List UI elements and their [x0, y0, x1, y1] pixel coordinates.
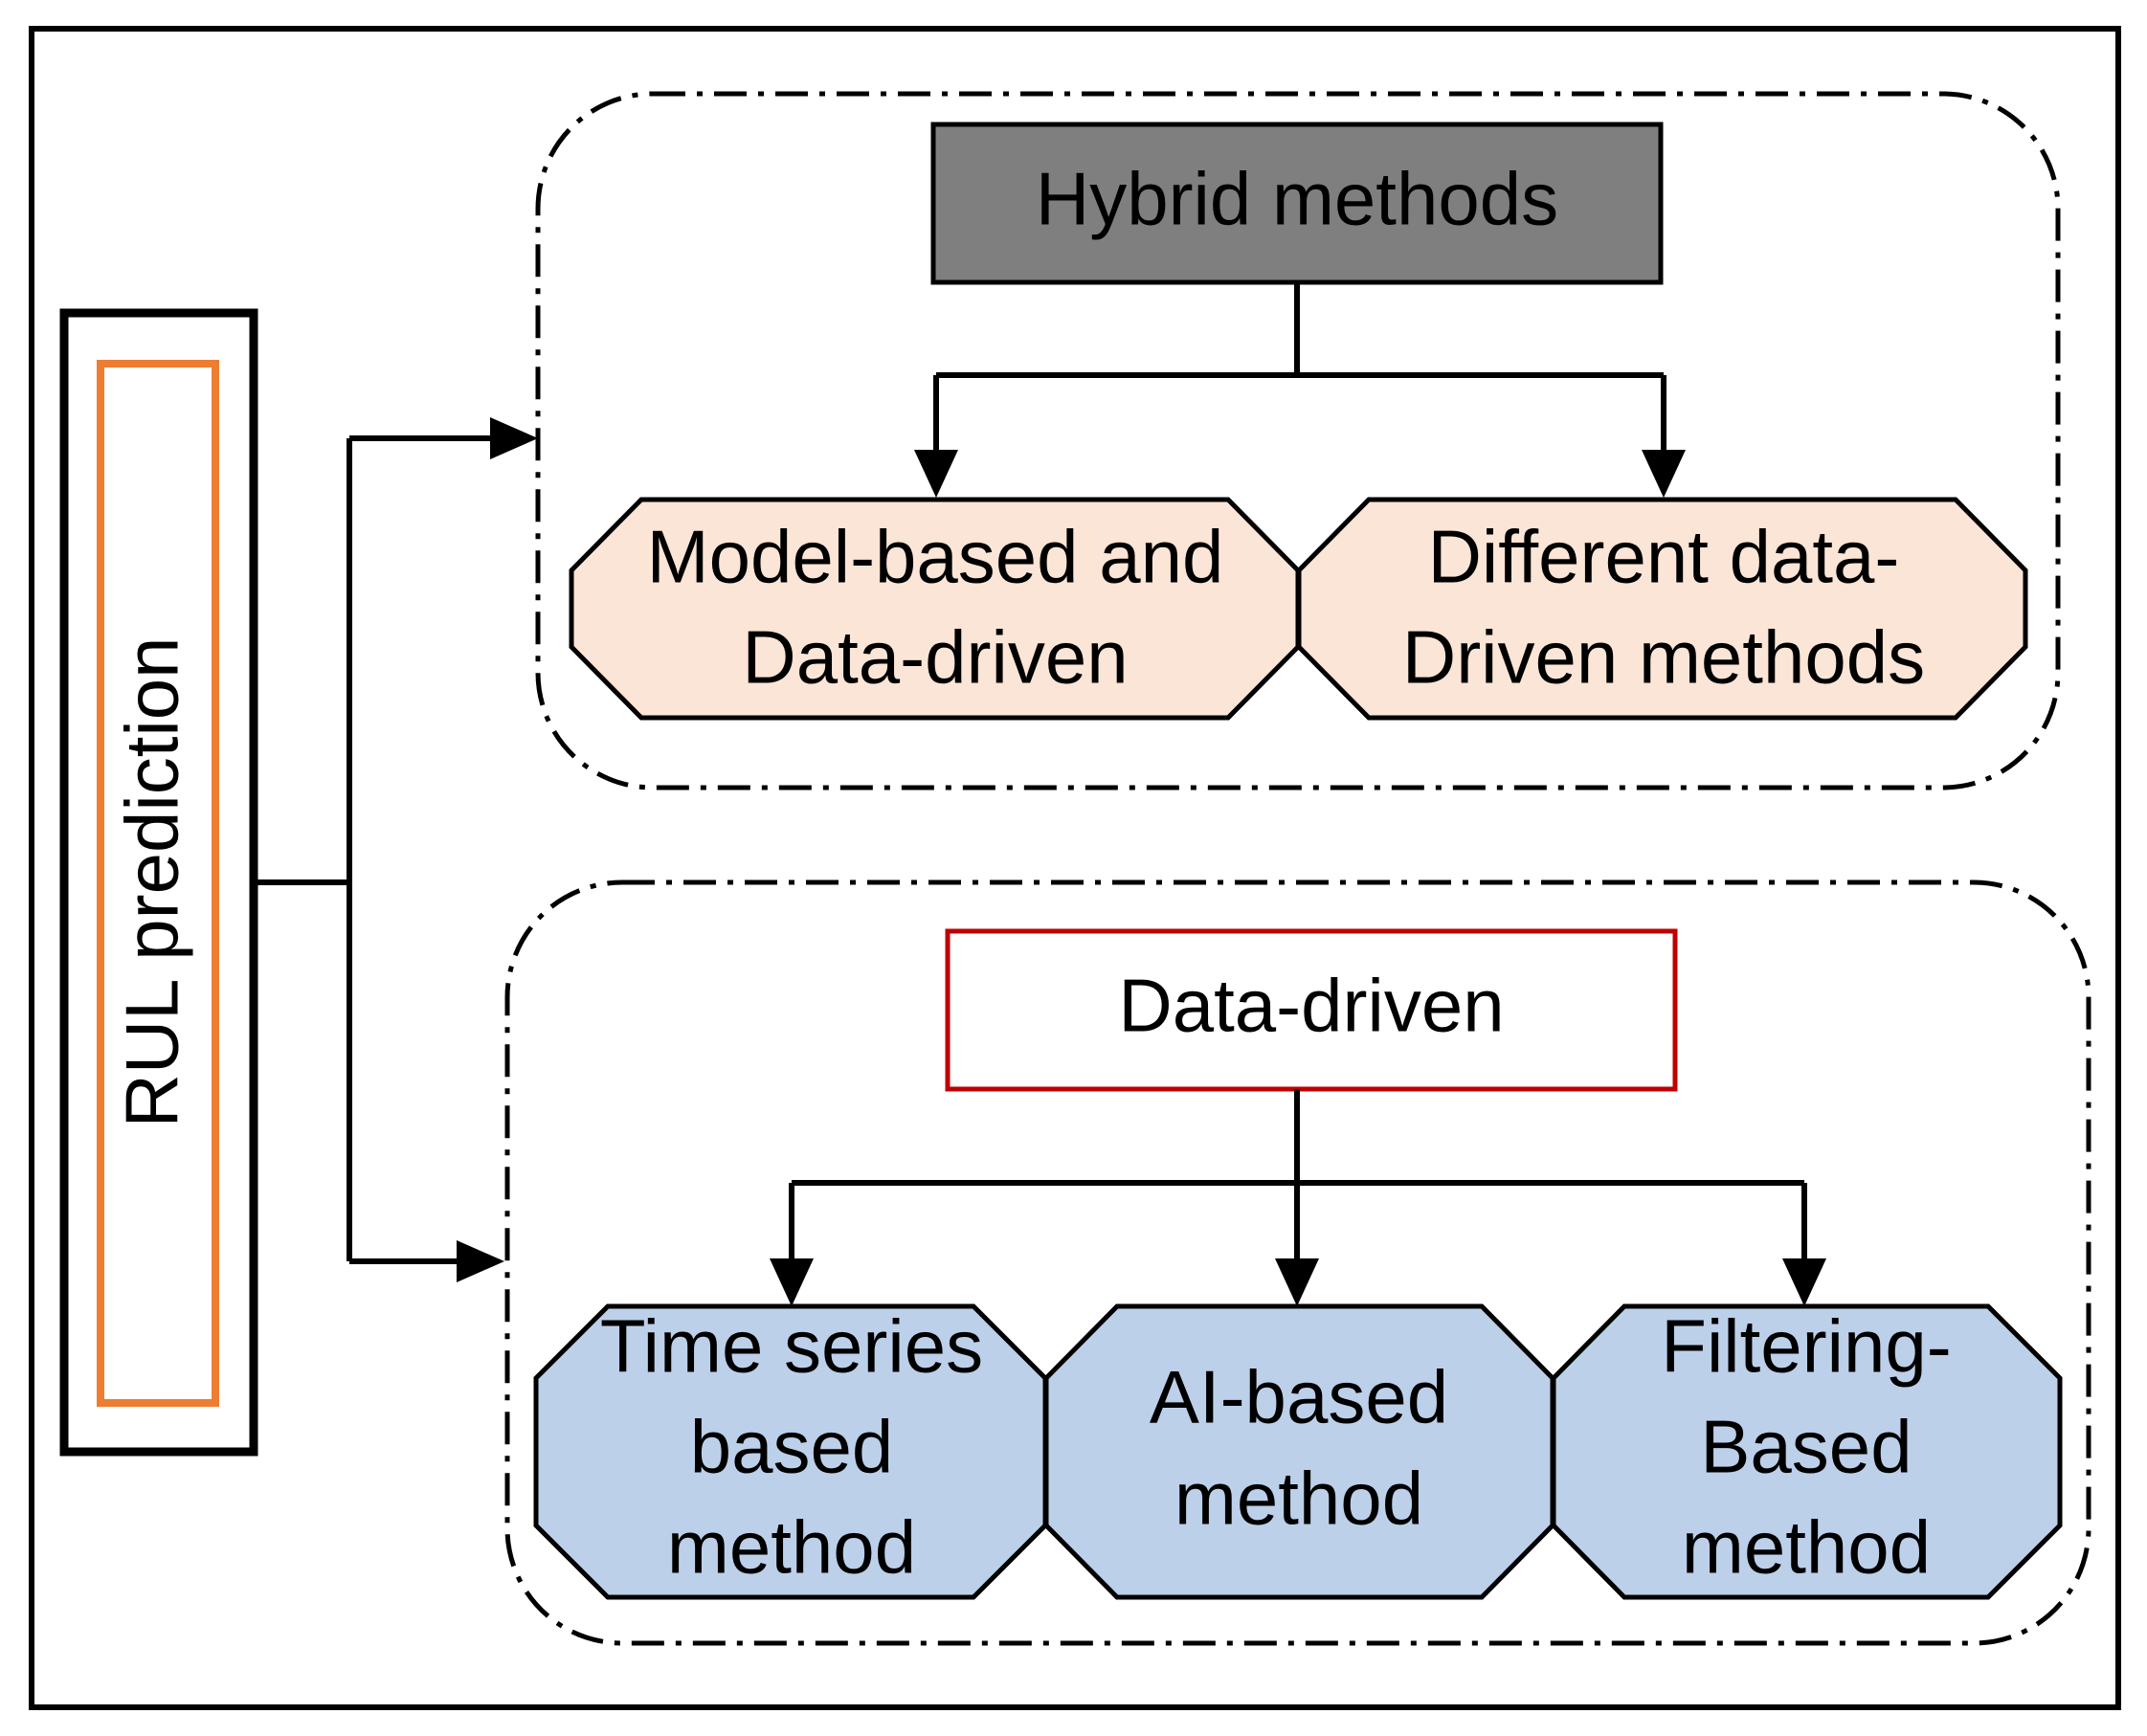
- arrow-hybrid-child-1: [914, 450, 958, 498]
- hybrid-child-2-line1: Different data-: [1428, 515, 1900, 599]
- data-driven-child-1-line3: method: [667, 1505, 916, 1590]
- data-driven-child-1-line1: Time series: [600, 1304, 983, 1389]
- data-driven-child-3-line1: Filtering-: [1661, 1304, 1951, 1389]
- data-driven-child-2-line1: AI-based: [1150, 1355, 1448, 1439]
- data-driven-child-time-series: [533, 1303, 1048, 1600]
- rul-prediction-inner-outline: [97, 360, 219, 1407]
- rul-prediction-box: [59, 308, 258, 1457]
- data-driven-child-filtering-based: [1551, 1303, 2063, 1600]
- arrow-hybrid-child-2: [1642, 450, 1686, 498]
- hybrid-child-1-line2: Data-driven: [742, 615, 1128, 700]
- hybrid-child-2-line2: Driven methods: [1402, 615, 1925, 700]
- rul-prediction-label: RUL prediction: [110, 636, 194, 1127]
- data-driven-child-2-line2: method: [1174, 1457, 1423, 1541]
- data-driven-title-box: [945, 928, 1678, 1092]
- data-driven-child-3-line2: Based: [1700, 1405, 1912, 1489]
- hybrid-connectors: [933, 282, 1666, 459]
- hybrid-child-1-line1: Model-based and: [647, 515, 1224, 599]
- arrow-data-driven-child-1: [770, 1258, 814, 1306]
- arrow-data-driven-child-2: [1275, 1258, 1319, 1306]
- data-driven-group: [504, 879, 2091, 1646]
- arrow-data-driven-child-3: [1782, 1258, 1826, 1306]
- arrow-to-data-driven: [457, 1240, 504, 1282]
- hybrid-group: [535, 91, 2061, 790]
- data-driven-title: Data-driven: [1118, 964, 1504, 1048]
- data-driven-child-3-line3: method: [1682, 1505, 1931, 1590]
- hybrid-title: Hybrid methods: [1036, 157, 1558, 241]
- root-connectors: [254, 435, 503, 1264]
- data-driven-connectors: [789, 1089, 1807, 1268]
- hybrid-child-model-based-and-data-driven: [569, 497, 1301, 721]
- data-driven-child-ai-based: [1043, 1303, 1555, 1600]
- data-driven-child-1-line2: based: [690, 1405, 894, 1489]
- arrow-to-hybrid: [490, 417, 538, 459]
- hybrid-child-different-data-driven-methods: [1296, 497, 2028, 721]
